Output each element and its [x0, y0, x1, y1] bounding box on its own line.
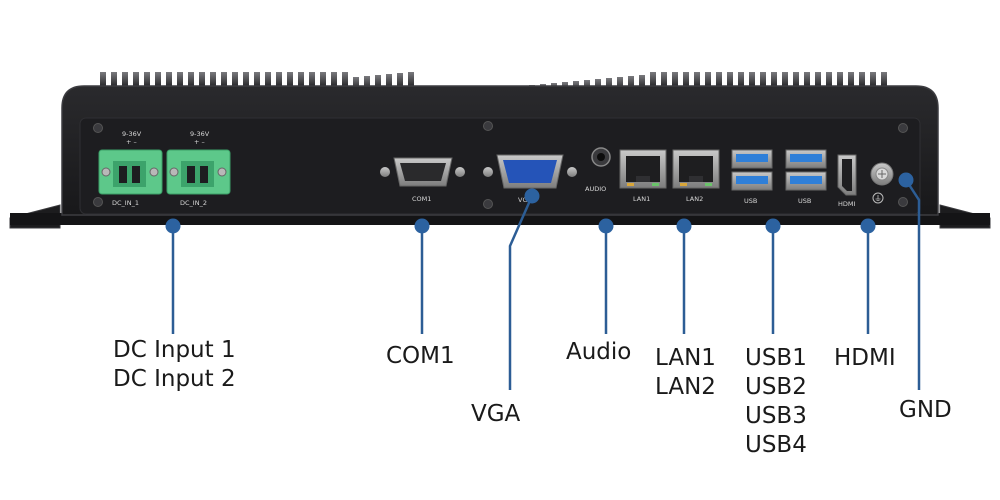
svg-text:VGA: VGA	[518, 196, 532, 204]
svg-text:USB: USB	[744, 197, 757, 205]
svg-text:DC_IN_2: DC_IN_2	[180, 199, 207, 207]
svg-text:LAN2: LAN2	[686, 195, 703, 203]
label-usb: USB1 USB2 USB3 USB4	[745, 344, 807, 460]
label-dc-input-1: DC Input 1	[113, 337, 236, 363]
callout-dot-usb	[765, 218, 781, 234]
label-gnd-text: GND	[899, 397, 952, 423]
label-lan2: LAN2	[655, 374, 716, 400]
ground-terminal	[870, 162, 894, 204]
label-dc-input-2: DC Input 2	[113, 366, 236, 392]
callout-dots	[165, 172, 914, 234]
svg-text:COM1: COM1	[412, 195, 431, 203]
svg-text:9-36V: 9-36V	[190, 130, 210, 138]
callout-dot-vga	[524, 188, 540, 204]
usb-stack-left: USB	[731, 149, 773, 205]
flange-bar	[10, 213, 990, 225]
svg-text:+ –: + –	[194, 138, 205, 146]
label-lan1: LAN1	[655, 345, 716, 371]
label-usb4: USB4	[745, 432, 807, 458]
com1-port: COM1	[380, 157, 465, 203]
callout-dot-com	[414, 218, 430, 234]
label-usb3: USB3	[745, 403, 807, 429]
svg-text:AUDIO: AUDIO	[585, 185, 606, 193]
svg-text:HDMI: HDMI	[838, 200, 856, 208]
label-usb2: USB2	[745, 374, 807, 400]
label-dc-inputs: DC Input 1 DC Input 2	[113, 336, 236, 394]
svg-text:LAN1: LAN1	[633, 195, 650, 203]
label-lan: LAN1 LAN2	[655, 344, 716, 402]
hdmi-port: HDMI	[837, 154, 857, 208]
vga-port: VGA	[483, 154, 577, 204]
label-audio: Audio	[566, 338, 631, 367]
callout-dot-lan	[676, 218, 692, 234]
callout-dot-gnd	[898, 172, 914, 188]
label-hdmi-text: HDMI	[834, 345, 896, 371]
label-hdmi: HDMI	[834, 344, 896, 373]
usb-stack-right: USB	[785, 149, 827, 205]
svg-text:+ –: + –	[126, 138, 137, 146]
label-vga-text: VGA	[471, 401, 521, 427]
dc-input-2-connector: 9-36V + – DC_IN_2	[166, 130, 231, 207]
callout-dot-hdmi	[860, 218, 876, 234]
callout-dot-audio	[598, 218, 614, 234]
callout-lines	[171, 179, 921, 390]
label-audio-text: Audio	[566, 339, 632, 365]
audio-jack: AUDIO	[585, 147, 611, 193]
panel-screws	[93, 121, 908, 209]
callout-dot-dc	[165, 218, 181, 234]
svg-text:USB: USB	[798, 197, 811, 205]
dc-input-1-connector: 9-36V + – DC_IN_1	[98, 130, 163, 207]
lan1-port: LAN1	[619, 149, 667, 203]
label-gnd: GND	[899, 396, 952, 425]
svg-text:9-36V: 9-36V	[122, 130, 142, 138]
svg-text:DC_IN_1: DC_IN_1	[112, 199, 139, 207]
lan2-port: LAN2	[672, 149, 720, 203]
label-com1: COM1	[386, 342, 455, 371]
label-com1-text: COM1	[386, 343, 455, 369]
label-vga: VGA	[471, 400, 520, 429]
label-usb1: USB1	[745, 345, 807, 371]
